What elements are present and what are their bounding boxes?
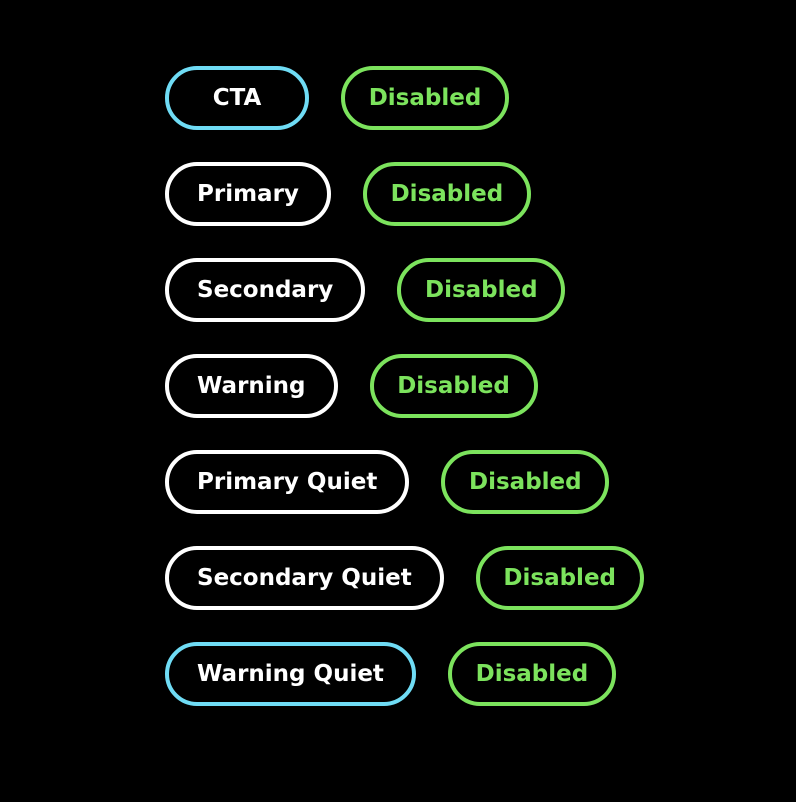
primary-disabled-button: Disabled [362,162,531,226]
secondary-quiet-button[interactable]: Secondary Quiet [165,546,444,610]
secondary-quiet-disabled-button: Disabled [475,546,644,610]
button-showcase: CTA Disabled Primary Disabled Secondary … [165,66,644,706]
row-primary: Primary Disabled [165,162,644,226]
row-secondary-quiet: Secondary Quiet Disabled [165,546,644,610]
warning-quiet-button[interactable]: Warning Quiet [165,642,416,706]
row-warning-quiet: Warning Quiet Disabled [165,642,644,706]
warning-disabled-button: Disabled [369,354,538,418]
secondary-button[interactable]: Secondary [165,258,366,322]
row-primary-quiet: Primary Quiet Disabled [165,450,644,514]
warning-quiet-disabled-button: Disabled [447,642,616,706]
primary-quiet-disabled-button: Disabled [441,450,610,514]
warning-button[interactable]: Warning [165,354,338,418]
row-secondary: Secondary Disabled [165,258,644,322]
row-warning: Warning Disabled [165,354,644,418]
cta-disabled-button: Disabled [341,66,509,130]
primary-button[interactable]: Primary [165,162,331,226]
cta-button[interactable]: CTA [165,66,309,130]
secondary-disabled-button: Disabled [397,258,566,322]
row-cta: CTA Disabled [165,66,644,130]
primary-quiet-button[interactable]: Primary Quiet [165,450,410,514]
